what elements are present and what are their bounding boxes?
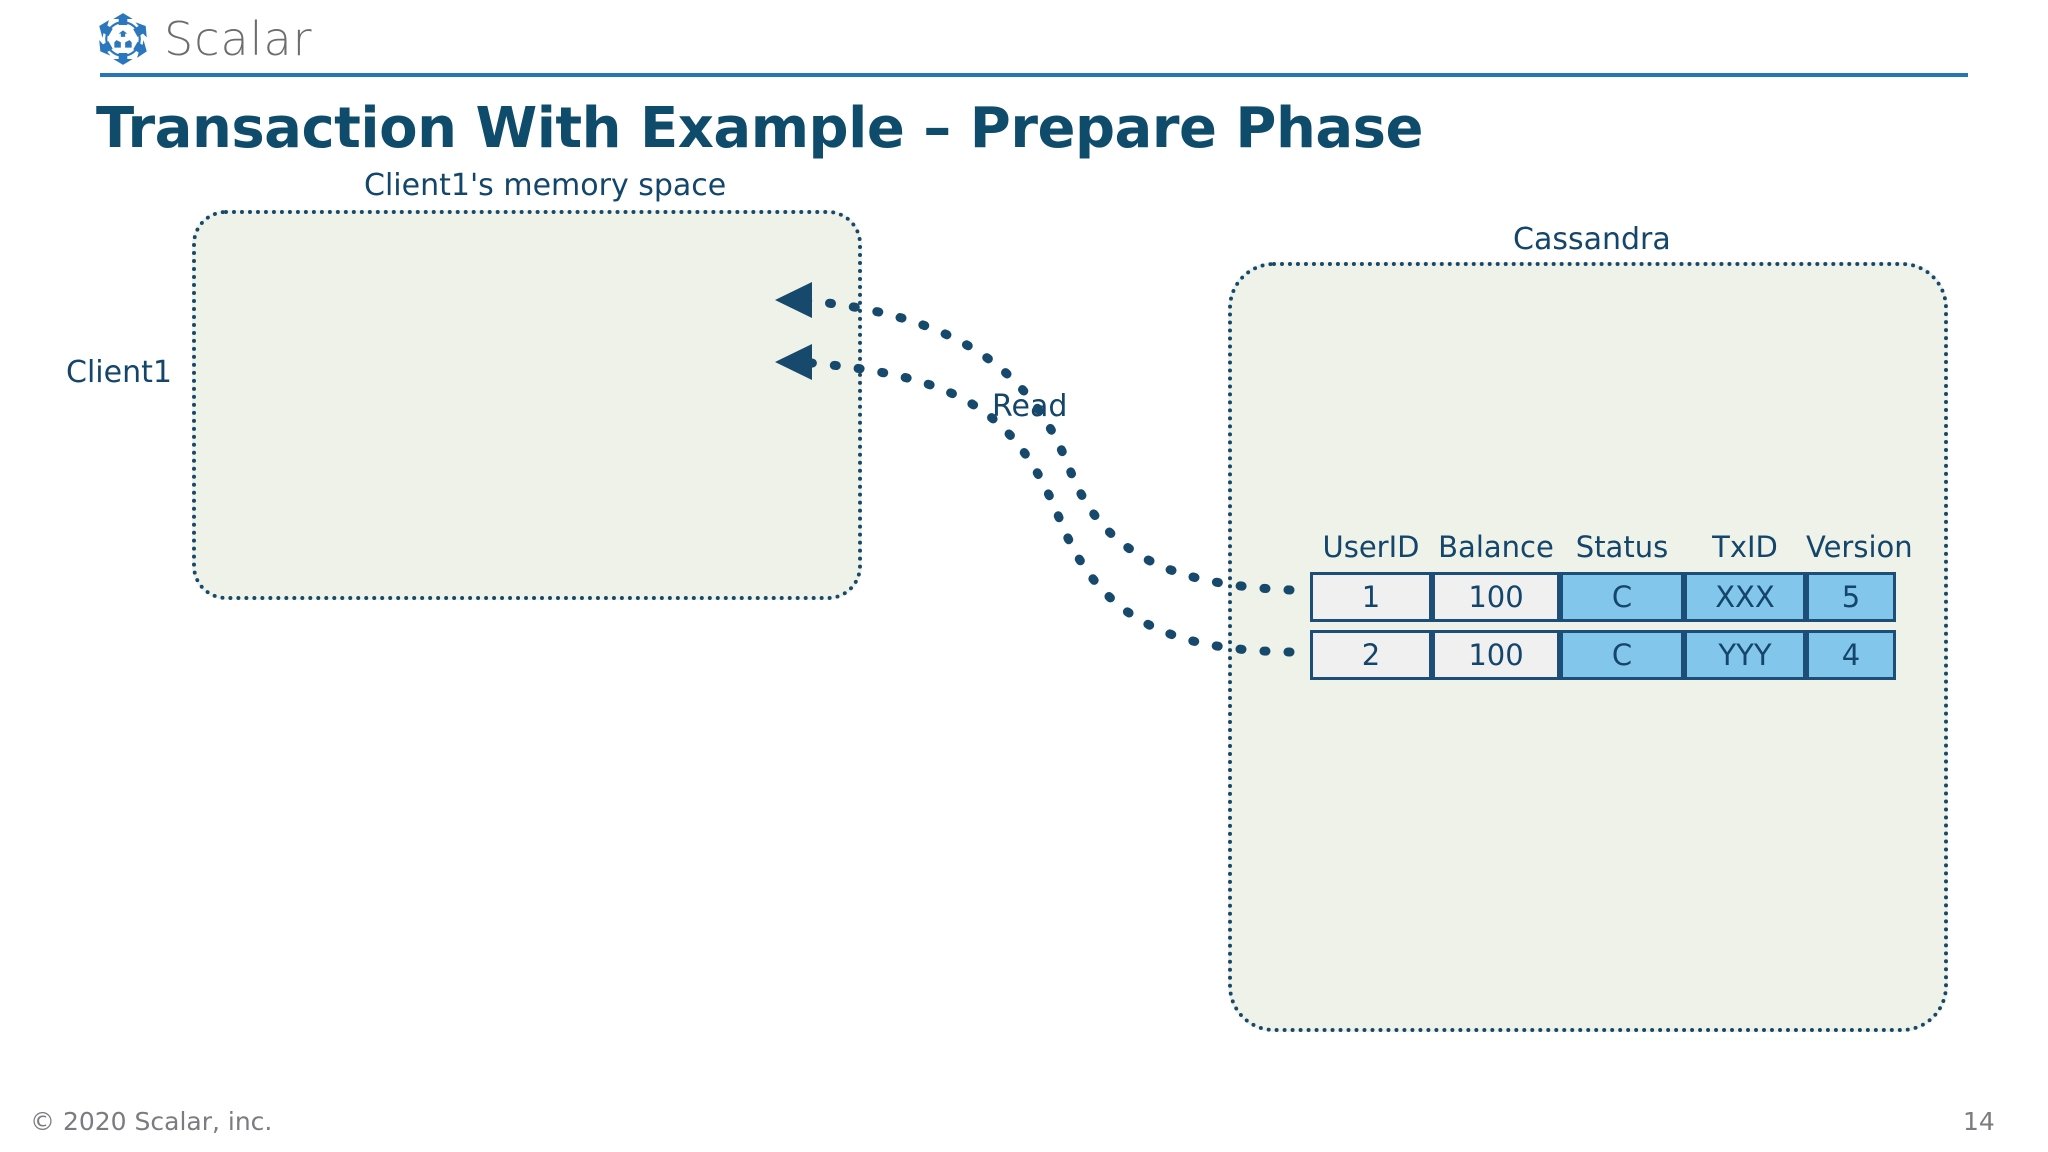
cassandra-label: Cassandra — [1513, 222, 1671, 257]
cell-version: 4 — [1806, 630, 1896, 680]
page-title: Transaction With Example – Prepare Phase — [96, 96, 1423, 161]
cell-status: C — [1560, 572, 1684, 622]
client1-label: Client1 — [66, 355, 172, 390]
brand-wordmark: Scalar — [164, 12, 313, 66]
cassandra-record-table: UserID Balance Status TxID Version 1 100… — [1310, 530, 1913, 680]
column-header-balance: Balance — [1438, 530, 1554, 564]
column-header-version: Version — [1806, 530, 1913, 564]
column-header-userid: UserID — [1322, 530, 1420, 564]
footer-copyright: © 2020 Scalar, inc. — [30, 1107, 273, 1136]
read-operation-label: Read — [992, 389, 1068, 424]
column-header-txid: TxID — [1712, 530, 1778, 564]
brand-logo: Scalar — [96, 12, 313, 66]
cell-status: C — [1560, 630, 1684, 680]
scalar-hexagon-arrows-icon — [99, 13, 147, 65]
table-row: 2 100 C YYY 4 — [1310, 630, 1896, 680]
cell-balance: 100 — [1432, 630, 1560, 680]
cell-userid: 1 — [1310, 572, 1432, 622]
client-memory-space-box — [192, 210, 862, 600]
cell-balance: 100 — [1432, 572, 1560, 622]
table-row: 1 100 C XXX 5 — [1310, 572, 1896, 622]
table-header-row: UserID Balance Status TxID Version — [1310, 530, 1913, 564]
cell-version: 5 — [1806, 572, 1896, 622]
slide-page-number: 14 — [1963, 1107, 1995, 1136]
cell-userid: 2 — [1310, 630, 1432, 680]
cell-txid: YYY — [1684, 630, 1806, 680]
cell-txid: XXX — [1684, 572, 1806, 622]
header-divider — [100, 73, 1968, 77]
column-header-status: Status — [1575, 530, 1669, 564]
client-memory-space-label: Client1's memory space — [364, 168, 727, 203]
